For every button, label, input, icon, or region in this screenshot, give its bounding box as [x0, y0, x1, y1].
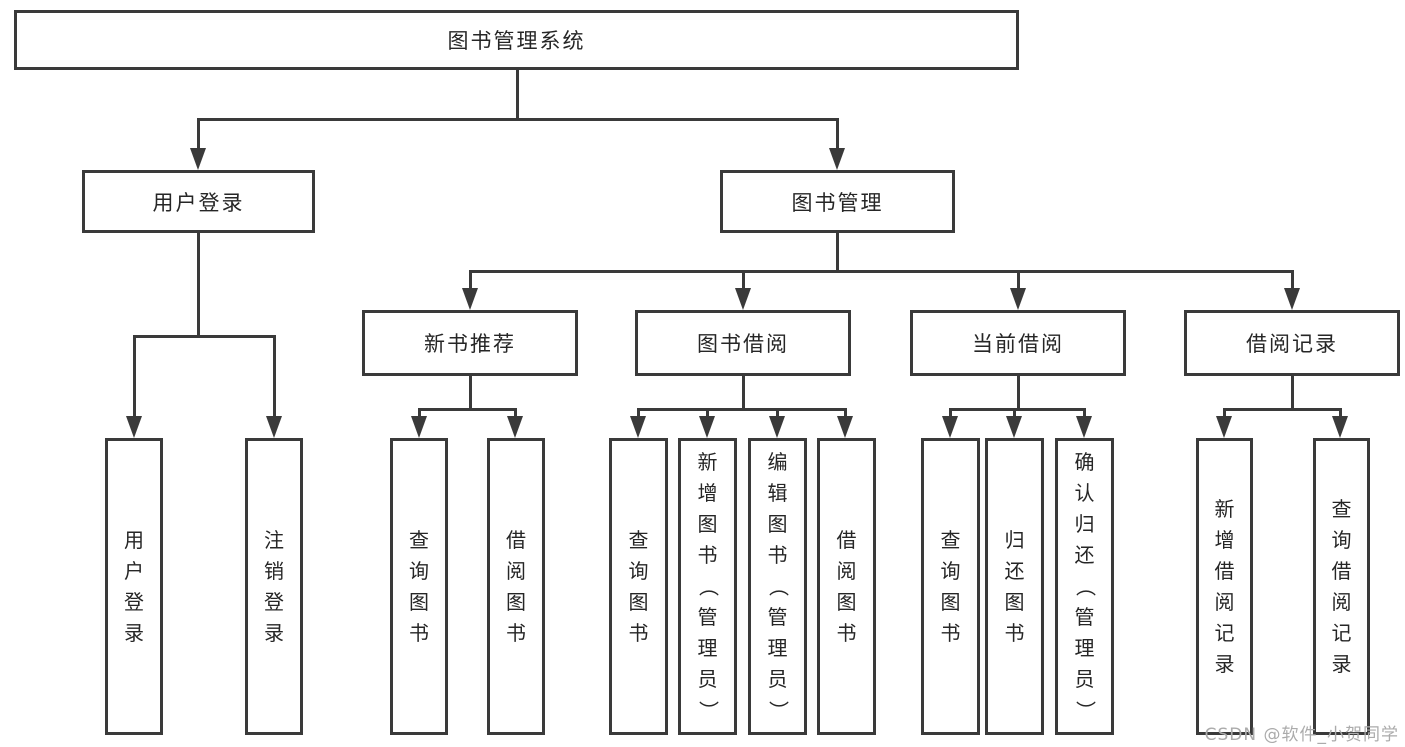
connector-line — [1223, 408, 1342, 411]
node-borrow-records: 借阅记录 — [1184, 310, 1400, 376]
arrowhead-icon — [1332, 416, 1348, 438]
connector-line — [418, 408, 517, 411]
arrowhead-icon — [411, 416, 427, 438]
arrowhead-icon — [630, 416, 646, 438]
leaf-current-confirm-admin: 确认归还（管理员） — [1055, 438, 1114, 735]
connector-line — [637, 408, 640, 420]
arrowhead-icon — [266, 416, 282, 438]
leaf-current-return: 归还图书 — [985, 438, 1044, 735]
connector-line — [469, 376, 472, 411]
leaf-logout: 注销登录 — [245, 438, 303, 735]
connector-line — [1291, 376, 1294, 411]
arrowhead-icon — [942, 416, 958, 438]
connector-line — [742, 376, 745, 411]
connector-line — [469, 270, 472, 292]
csdn-watermark: CSDN @软件_小贺同学 — [1204, 725, 1399, 745]
connector-line — [469, 270, 1294, 273]
node-new-book-recommend: 新书推荐 — [362, 310, 578, 376]
connector-line — [836, 233, 839, 273]
connector-line — [844, 408, 847, 420]
arrowhead-icon — [1284, 288, 1300, 310]
leaf-current-search: 查询图书 — [921, 438, 980, 735]
connector-line — [1223, 408, 1226, 420]
leaf-record-search: 查询借阅记录 — [1313, 438, 1370, 735]
connector-line — [742, 270, 745, 292]
connector-line — [514, 408, 517, 420]
arrowhead-icon — [769, 416, 785, 438]
arrowhead-icon — [1216, 416, 1232, 438]
connector-line — [776, 408, 779, 420]
leaf-borrow-edit-admin: 编辑图书（管理员） — [748, 438, 807, 735]
connector-line — [418, 408, 421, 420]
leaf-newbook-search: 查询图书 — [390, 438, 448, 735]
leaf-borrow-borrow: 借阅图书 — [817, 438, 876, 735]
connector-line — [1017, 376, 1020, 411]
arrowhead-icon — [735, 288, 751, 310]
arrowhead-icon — [837, 416, 853, 438]
connector-line — [1083, 408, 1086, 420]
arrowhead-icon — [829, 148, 845, 170]
arrowhead-icon — [699, 416, 715, 438]
connector-line — [836, 118, 839, 152]
arrowhead-icon — [1006, 416, 1022, 438]
arrowhead-icon — [190, 148, 206, 170]
connector-line — [1339, 408, 1342, 420]
arrowhead-icon — [1076, 416, 1092, 438]
arrowhead-icon — [462, 288, 478, 310]
connector-line — [637, 408, 847, 411]
leaf-user-login: 用户登录 — [105, 438, 163, 735]
arrowhead-icon — [507, 416, 523, 438]
connector-line — [197, 118, 839, 121]
arrowhead-icon — [1010, 288, 1026, 310]
connector-line — [706, 408, 709, 420]
connector-line — [1017, 270, 1020, 292]
connector-line — [1291, 270, 1294, 292]
leaf-newbook-borrow: 借阅图书 — [487, 438, 545, 735]
connector-line — [516, 70, 519, 121]
connector-line — [273, 335, 276, 420]
node-book-borrowing: 图书借阅 — [635, 310, 851, 376]
node-user-login: 用户登录 — [82, 170, 315, 233]
leaf-borrow-add-admin: 新增图书（管理员） — [678, 438, 737, 735]
connector-line — [197, 118, 200, 152]
arrowhead-icon — [126, 416, 142, 438]
connector-line — [133, 335, 136, 420]
connector-line — [1013, 408, 1016, 420]
connector-line — [133, 335, 276, 338]
connector-line — [949, 408, 952, 420]
connector-line — [949, 408, 1086, 411]
node-current-borrowing: 当前借阅 — [910, 310, 1126, 376]
node-root-system: 图书管理系统 — [14, 10, 1019, 70]
leaf-borrow-search: 查询图书 — [609, 438, 668, 735]
node-book-management: 图书管理 — [720, 170, 955, 233]
leaf-record-add: 新增借阅记录 — [1196, 438, 1253, 735]
connector-line — [197, 233, 200, 338]
